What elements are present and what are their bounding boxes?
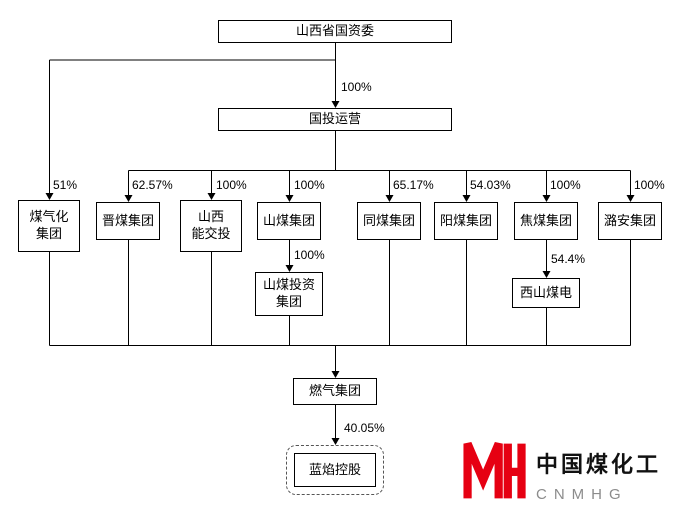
node-jinmei-group: 晋煤集团 (96, 202, 160, 240)
pct-shanmei: 100% (294, 178, 325, 192)
node-coal-gasification-group: 煤气化 集团 (18, 200, 80, 252)
node-shanmei-group: 山煤集团 (257, 202, 321, 240)
node-gas-group: 燃气集团 (293, 378, 377, 405)
node-shanmei-investment-group: 山煤投资 集团 (255, 272, 323, 316)
pct-shanmei-investment: 100% (294, 248, 325, 262)
pct-jinmei: 62.57% (132, 178, 173, 192)
node-guotou-operations: 国投运营 (218, 108, 452, 131)
pct-luan: 100% (634, 178, 665, 192)
node-luan-group: 潞安集团 (598, 202, 662, 240)
pct-xishan-coal-power: 54.4% (551, 252, 586, 266)
pct-lanyan-holdings: 40.05% (344, 421, 385, 435)
node-shanxi-energy-investment: 山西 能交投 (180, 200, 242, 252)
pct-tongmei: 65.17% (393, 178, 434, 192)
pct-coal-gasification: 51% (53, 178, 78, 192)
node-shanxi-sasac: 山西省国资委 (218, 20, 452, 43)
cnmhg-logo-mark-icon (463, 441, 526, 499)
pct-yangmei: 54.03% (470, 178, 511, 192)
cnmhg-logo: 中国煤化工 CNMHG (463, 440, 661, 503)
node-xishan-coal-power: 西山煤电 (512, 278, 580, 308)
node-tongmei-group: 同煤集团 (357, 202, 421, 240)
pct-jiaomei: 100% (550, 178, 581, 192)
node-lanyan-holdings-outline: 蓝焰控股 (286, 445, 384, 495)
node-lanyan-holdings: 蓝焰控股 (294, 453, 376, 487)
pct-root-to-operator: 100% (341, 80, 372, 94)
pct-energy-investment: 100% (216, 178, 247, 192)
node-yangmei-group: 阳煤集团 (434, 202, 498, 240)
node-jiaomei-group: 焦煤集团 (514, 202, 578, 240)
logo-company-abbr: CNMHG (536, 486, 628, 503)
cnmhg-logo-text: 中国煤化工 CNMHG (536, 440, 661, 503)
logo-company-name: 中国煤化工 (536, 452, 662, 477)
